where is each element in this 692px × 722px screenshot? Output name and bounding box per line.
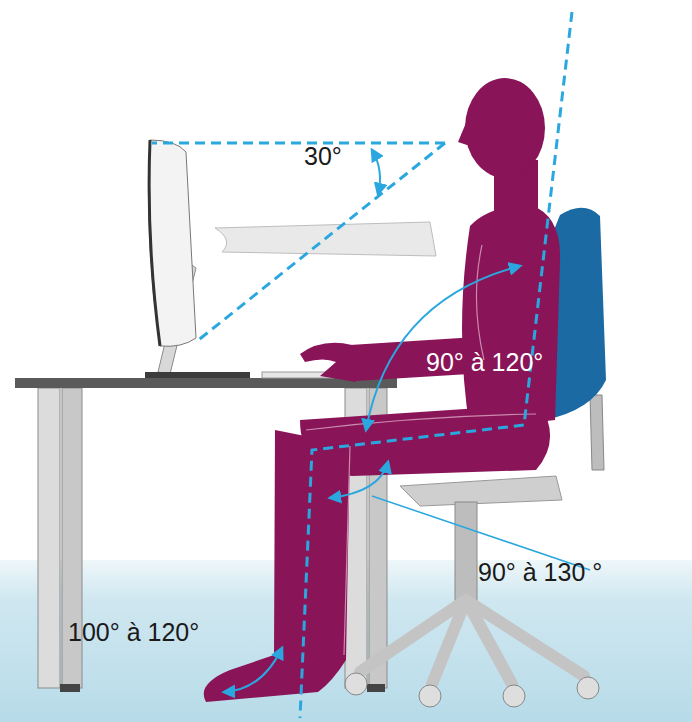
monitor-part	[148, 140, 196, 346]
angle-arcs	[224, 150, 520, 692]
desk-part	[60, 684, 80, 692]
chair-part	[360, 600, 584, 684]
angle-label: 100° à 120°	[68, 620, 199, 645]
person-part	[458, 118, 470, 146]
angle-arcs-part	[224, 648, 282, 692]
body-contour-part	[344, 446, 350, 655]
monitor-part	[145, 372, 250, 378]
angle-arcs-part	[372, 150, 380, 194]
angle-label: 30°	[304, 144, 342, 169]
reference-lines	[152, 12, 572, 718]
person-part	[300, 404, 550, 476]
reference-lines-part	[300, 12, 572, 718]
angle-label: 90° à 120°	[426, 350, 543, 375]
angle-arcs-part	[366, 266, 520, 430]
desk-part	[367, 684, 385, 692]
body-contour	[306, 245, 536, 655]
body-contour-part	[476, 245, 484, 360]
chair-part	[503, 685, 525, 707]
angle-arcs-part	[330, 462, 388, 498]
person-part	[465, 78, 545, 178]
monitor-part	[149, 140, 160, 346]
reference-lines-part	[152, 142, 445, 145]
chair-part	[590, 395, 604, 470]
desk-part	[38, 388, 60, 688]
angle-label: 90° à 130 °	[478, 560, 602, 585]
chair-part	[345, 673, 367, 695]
desk-part	[15, 378, 397, 388]
monitor	[145, 140, 334, 378]
chair-part	[455, 502, 477, 602]
chair-part	[419, 685, 441, 707]
person-part	[204, 430, 350, 702]
chair-part	[577, 677, 599, 699]
reference-lines-part	[196, 143, 445, 342]
chair-part	[400, 476, 562, 506]
person-part	[300, 343, 356, 382]
leader-line-part	[372, 496, 590, 570]
leader-line	[372, 496, 590, 570]
person	[204, 78, 560, 702]
